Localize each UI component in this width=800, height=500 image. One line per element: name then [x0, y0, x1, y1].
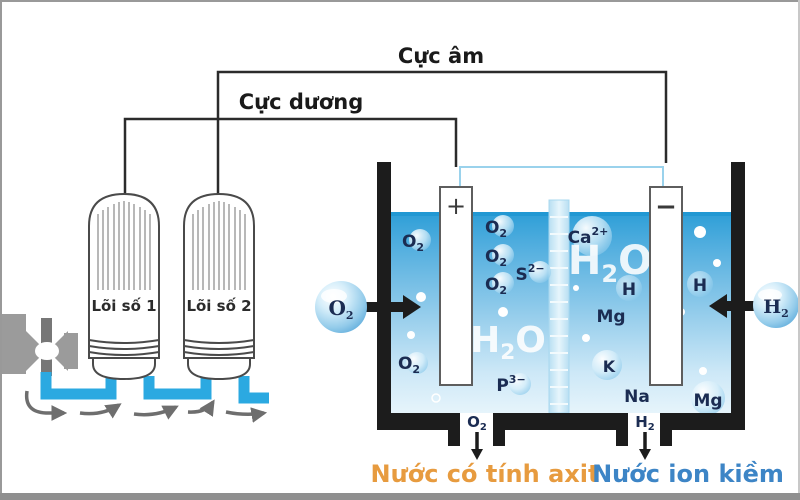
- potassium-label: K: [603, 357, 616, 376]
- faucet-pipe: [2, 314, 26, 374]
- anode-label: Cực dương: [239, 90, 364, 114]
- tank-bottom: [493, 413, 628, 430]
- pipe-filter2-out: [238, 376, 269, 404]
- hydrogen-outlet-label: H2: [635, 413, 655, 433]
- magnesium-label: Mg: [693, 391, 722, 411]
- outlet-stub: [616, 429, 628, 446]
- oxygen-outlet-label: O2: [467, 413, 487, 433]
- filter-hatch: [97, 201, 151, 290]
- o2-molecule-label: O2: [398, 354, 420, 376]
- filter1-label: Lõi số 1: [91, 296, 156, 315]
- hydrogen-arrow-shaft: [727, 301, 755, 311]
- calcium-ion-label: Ca2+: [568, 225, 609, 248]
- hydrogen-outlet-arrow-head: [639, 449, 651, 460]
- filter-bottom-cap: [92, 357, 156, 381]
- faucet-flange: [64, 333, 78, 369]
- sulfide-ion-label: S2−: [515, 262, 544, 285]
- filter-ribs: [88, 339, 160, 356]
- water-pipes: [40, 372, 269, 404]
- oxygen-arrow-head: [403, 295, 421, 319]
- membrane: [548, 199, 570, 414]
- flow-arrows: [24, 390, 268, 423]
- sphere-highlight: [758, 289, 782, 301]
- oxygen-arrow-shaft: [365, 302, 403, 312]
- o2-molecule-label: O2: [485, 275, 507, 297]
- faucet-valve-seat: [35, 342, 59, 360]
- hydrogen-arrow-head: [709, 294, 727, 318]
- tank-walls: [377, 162, 745, 446]
- flow-arrow: [187, 399, 215, 417]
- minus-sign: −: [655, 192, 677, 222]
- tank-right-wall: [731, 162, 745, 430]
- electrode-connector-wire: [459, 166, 664, 188]
- flow-arrow: [79, 403, 122, 419]
- o2-molecule-label: O2: [485, 218, 507, 240]
- outlet-stub: [660, 429, 672, 446]
- sphere-highlight: [321, 289, 347, 303]
- hydrogen-outlet: H2: [635, 413, 655, 460]
- right-chamber-ions: Ca2+ H H Mg K Na Mg: [568, 225, 723, 411]
- hydrogen-sphere-label: H2: [763, 296, 789, 320]
- magnesium-label: Mg: [596, 307, 625, 327]
- sodium-label: Na: [624, 387, 650, 407]
- o2-molecule-label: O2: [402, 232, 424, 254]
- filter2-label: Lõi số 2: [186, 296, 251, 315]
- phosphide-ion-label: P3−: [496, 373, 525, 396]
- plus-sign: +: [446, 192, 466, 220]
- filter-cartridge-2: Lõi số 2: [183, 192, 255, 381]
- anode-wire: [123, 117, 458, 194]
- hydrogen-label: H: [622, 280, 636, 300]
- oxygen-sphere-label: O2: [328, 296, 353, 322]
- oxygen-outlet: O2: [467, 413, 487, 460]
- left-chamber-ions: O2 O2 O2 O2 S2− O2 P3−: [398, 218, 545, 396]
- tank-left-wall: [377, 162, 391, 430]
- filter-ribs: [183, 339, 255, 356]
- tank-bottom: [377, 413, 460, 430]
- cathode-wire: [216, 70, 668, 194]
- alkaline-water-label: Nước ion kiềm: [592, 460, 784, 488]
- wiring: Cực âm Cực dương: [123, 44, 668, 194]
- h2o-label-right: H2O: [568, 238, 652, 288]
- negative-electrode: −: [649, 186, 683, 386]
- hydrogen-label: H: [693, 276, 707, 296]
- flow-arrow: [24, 390, 68, 421]
- outlet-stub: [448, 429, 460, 446]
- oxygen-outlet-arrow-head: [471, 449, 483, 460]
- positive-electrode: +: [439, 186, 473, 386]
- h2o-label-left: H2O: [470, 320, 546, 365]
- outlet-stub: [493, 429, 505, 446]
- acidic-water-label: Nước có tính axit: [371, 460, 600, 488]
- oxygen-input: O2: [315, 281, 421, 333]
- pipe-faucet-to-filter1: [40, 372, 117, 400]
- filter-bottom-cap: [187, 357, 251, 381]
- hydrogen-input: H2: [709, 282, 799, 328]
- filter-cartridge-1: Lõi số 1: [88, 192, 160, 381]
- flow-arrow: [225, 407, 268, 423]
- o2-molecule-label: O2: [485, 247, 507, 269]
- tank-bottom: [660, 413, 745, 430]
- filter-hatch: [192, 201, 246, 290]
- cathode-label: Cực âm: [398, 44, 484, 68]
- electrolysis-tank: H2O H2O O2 O2 O2 O2 S2− O2 P3− Ca2+ H H …: [377, 162, 745, 446]
- faucet: [2, 314, 78, 376]
- ion-bubbles: [406, 215, 725, 415]
- pipe-filter1-to-filter2: [143, 376, 212, 400]
- flow-arrow: [133, 405, 179, 420]
